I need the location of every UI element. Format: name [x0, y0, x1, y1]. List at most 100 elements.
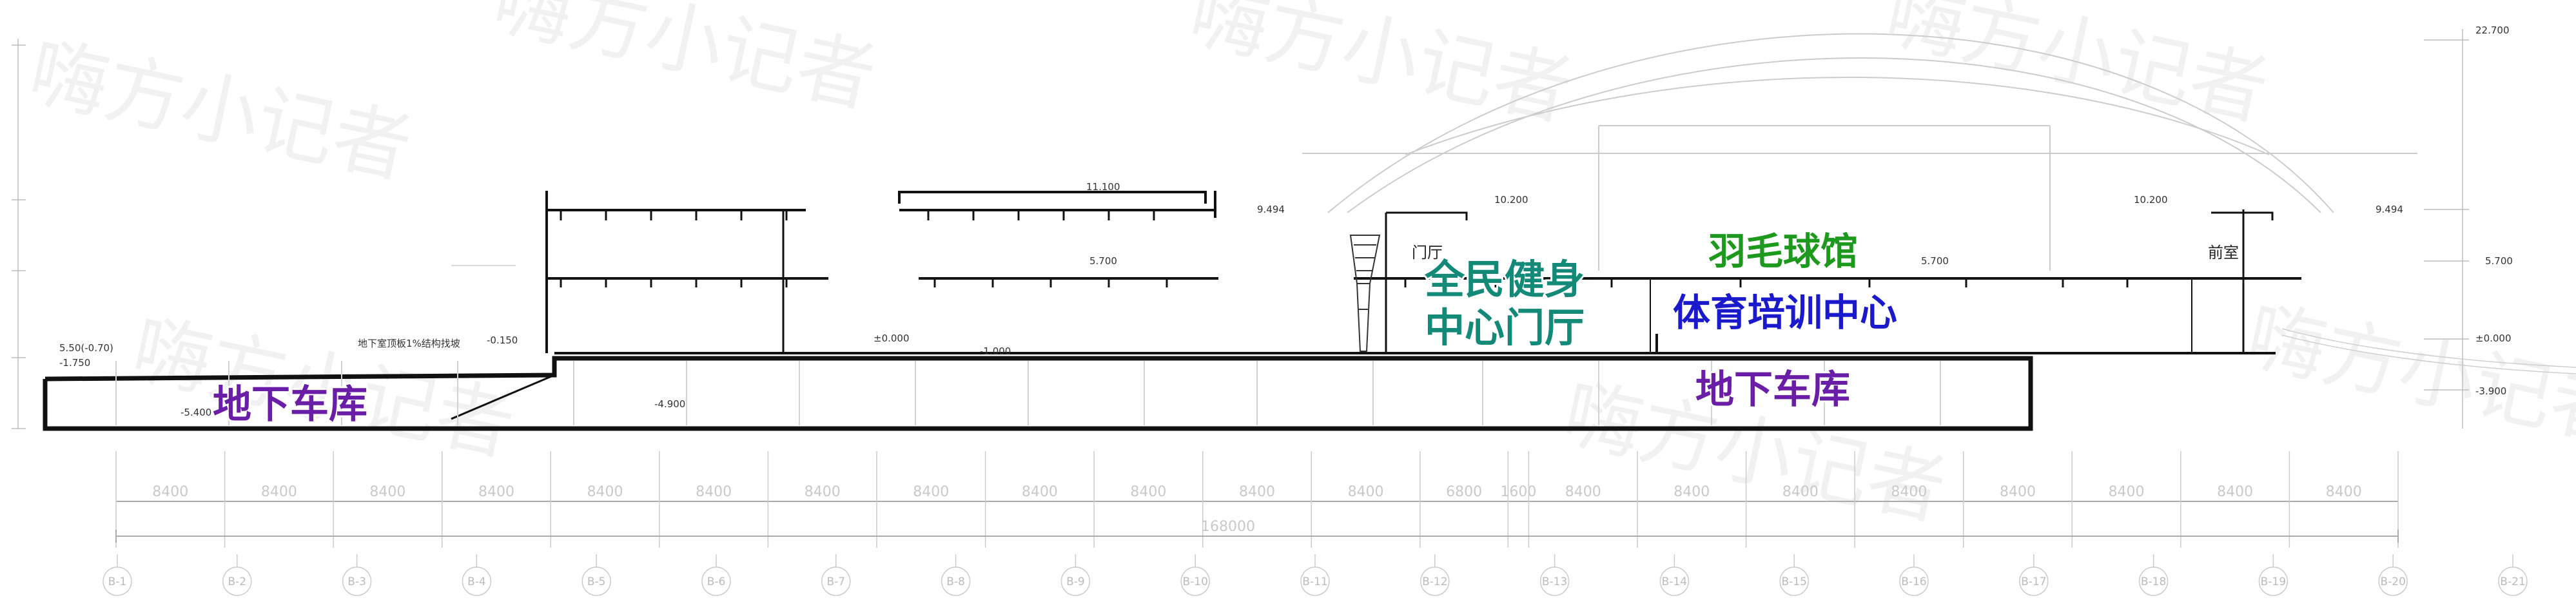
watermark-2: 嗨方小记者: [486, 0, 883, 124]
elev-5-700-a: 5.700: [1089, 255, 1117, 267]
dim-span-15: 8400: [1565, 484, 1601, 500]
dim-span-8: 8400: [913, 484, 949, 500]
dim-span-13: 6800: [1446, 484, 1482, 500]
dim-total: 168000: [1201, 519, 1255, 535]
watermark-1: 嗨方小记者: [22, 27, 419, 195]
watermark-4: 嗨方小记者: [1878, 0, 2276, 137]
dim-span-18: 8400: [1891, 484, 1927, 500]
axis-bubble: [941, 566, 971, 596]
axis-label-10: B-10: [1182, 575, 1207, 588]
roof-arch: [1302, 33, 2417, 271]
dim-span-9: 8400: [1022, 484, 1058, 500]
ground-line: [451, 265, 2576, 374]
axis-bubble: [2378, 566, 2408, 596]
dim-span-1: 8400: [152, 484, 188, 500]
elev-10-200-b: 10.200: [2134, 194, 2168, 206]
dim-span-2: 8400: [261, 484, 297, 500]
elev-0-000-b: ±0.000: [2475, 333, 2512, 344]
axis-bubble: [1899, 566, 1929, 596]
dim-span-21: 8400: [2217, 484, 2253, 500]
dim-span-4: 8400: [478, 484, 514, 500]
axis-bubble: [462, 566, 492, 596]
axis-bubble: [701, 566, 731, 596]
axis-label-21: B-21: [2500, 575, 2525, 588]
axis-bubble: [2498, 566, 2528, 596]
left-elevation-guides: [12, 39, 26, 429]
axis-label-7: B-7: [826, 575, 845, 588]
axis-label-15: B-15: [1781, 575, 1806, 588]
function-labels: 地下车库 地下车库 全民健身 中心门厅 羽毛球馆 体育培训中心: [211, 227, 1899, 429]
label-garage-right: 地下车库: [1695, 367, 1850, 412]
building-structure: [43, 191, 2301, 431]
axis-bubble: [1539, 566, 1570, 596]
dim-span-3: 8400: [369, 484, 405, 500]
dim-span-17: 8400: [1782, 484, 1819, 500]
label-lobby: 门厅: [1412, 244, 1443, 262]
axis-bubble: [342, 566, 372, 596]
axis-label-9: B-9: [1066, 575, 1085, 588]
axis-label-17: B-17: [2021, 575, 2046, 588]
watermark-3: 嗨方小记者: [1182, 0, 1579, 137]
label-garage-left: 地下车库: [213, 382, 367, 427]
elev-11-100: 11.100: [1086, 181, 1120, 193]
axis-bubble: [1779, 566, 1809, 596]
label-badminton: 羽毛球馆: [1708, 229, 1858, 273]
axis-bubble: [1180, 566, 1210, 596]
axis-bubble: [821, 566, 851, 596]
elev-22-700: 22.700: [2475, 24, 2510, 36]
elev-10-200-a: 10.200: [1494, 194, 1528, 206]
watermark-layer: 嗨方小记者 嗨方小记者 嗨方小记者 嗨方小记者 嗨方小记者 嗨方小记者 嗨方小记…: [22, 0, 2576, 537]
axis-label-2: B-2: [228, 575, 246, 588]
elev-m0-150: -0.150: [487, 334, 518, 346]
axis-bubble: [1659, 566, 1690, 596]
axis-bubble: [2258, 566, 2288, 596]
axis-label-6: B-6: [707, 575, 726, 588]
elev-m3-900: -3.900: [2475, 385, 2506, 397]
axis-bubble: [2019, 566, 2049, 596]
elev-m5-400: -5.400: [181, 407, 211, 418]
axis-label-18: B-18: [2141, 575, 2166, 588]
dim-span-20: 8400: [2109, 484, 2145, 500]
axis-label-13: B-13: [1542, 575, 1567, 588]
axis-label-3: B-3: [347, 575, 366, 588]
roof-slab-note: 地下室顶板1%结构找坡: [358, 338, 460, 349]
axis-bubble: [102, 566, 132, 596]
axis-bubble: [2138, 566, 2169, 596]
label-antechamber: 前室: [2208, 244, 2239, 262]
watermark-7: 嗨方小记者: [2239, 291, 2576, 459]
elev-9-494-a: 9.494: [1257, 204, 1285, 215]
elev-0-000-a: ±0.000: [873, 333, 910, 344]
basement-columns: [115, 361, 1941, 425]
dim-span-10: 8400: [1130, 484, 1166, 500]
axis-bubble: [1420, 566, 1450, 596]
label-fitness-lobby-1: 全民健身: [1424, 256, 1585, 303]
elev-5-700-c: 5.700: [2485, 255, 2513, 267]
elev-9-494-b: 9.494: [2376, 204, 2403, 215]
dim-span-7: 8400: [805, 484, 841, 500]
elev-m4-900: -4.900: [654, 398, 685, 410]
axis-label-8: B-8: [946, 575, 965, 588]
axis-bubble: [581, 566, 611, 596]
axis-bubble: [222, 566, 252, 596]
axis-label-19: B-19: [2261, 575, 2286, 588]
elevation-labels: 22.700 11.100 10.200 10.200 9.494 9.494 …: [59, 24, 2513, 418]
axis-label-16: B-16: [1901, 575, 1926, 588]
label-fitness-lobby-2: 中心门厅: [1425, 304, 1585, 351]
axis-label-1: B-1: [108, 575, 127, 588]
stair-symbol: [1349, 235, 1381, 352]
dim-span-19: 8400: [2000, 484, 2036, 500]
axis-label-20: B-20: [2380, 575, 2405, 588]
elev-5-50: 5.50(-0.70): [59, 342, 113, 354]
axis-label-5: B-5: [587, 575, 606, 588]
dim-span-16: 8400: [1673, 484, 1710, 500]
elev-m1-000: -1.000: [980, 345, 1011, 357]
beam-ticks: [560, 210, 2129, 287]
dim-span-11: 8400: [1239, 484, 1275, 500]
axis-bubble: [1060, 566, 1091, 596]
axis-label-4: B-4: [467, 575, 486, 588]
dim-span-12: 8400: [1348, 484, 1384, 500]
dim-span-22: 8400: [2326, 484, 2362, 500]
right-elevation-guides: [2424, 29, 2469, 429]
